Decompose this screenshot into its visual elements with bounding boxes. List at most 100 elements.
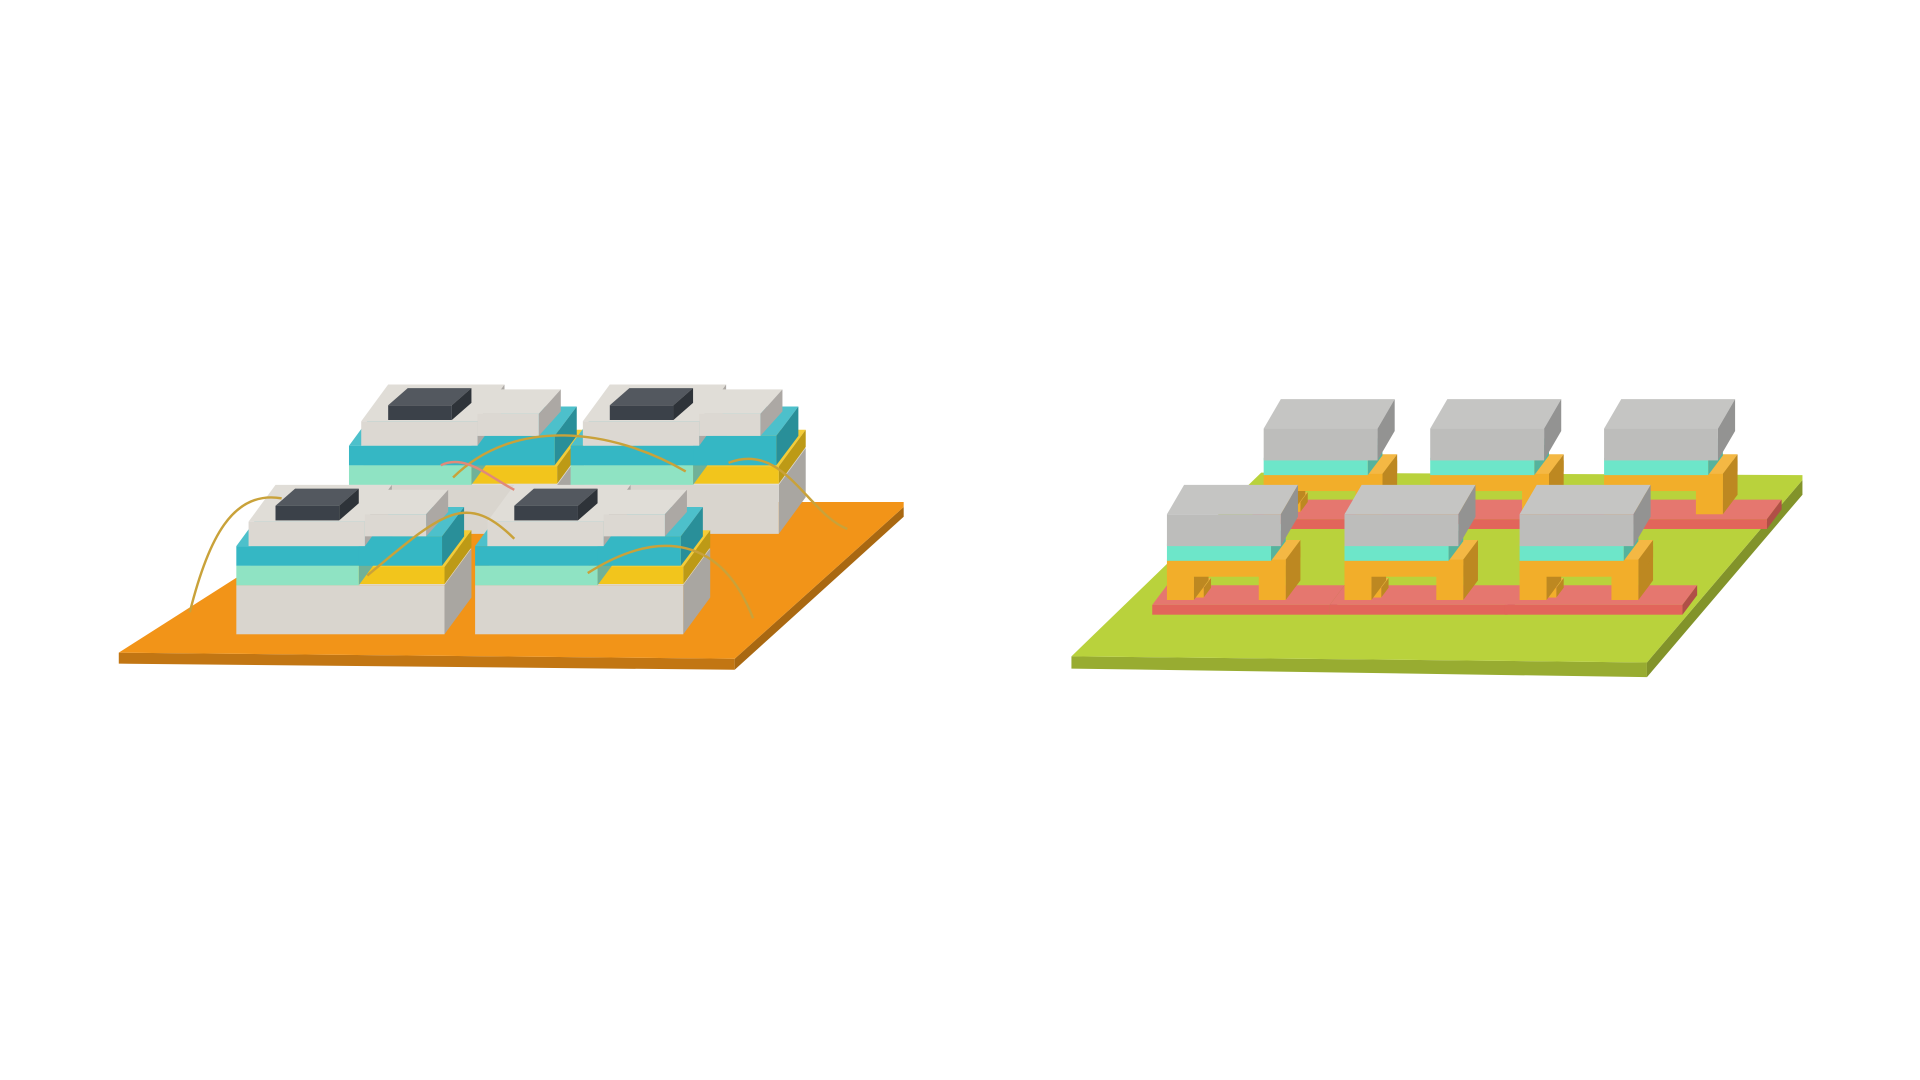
- die-side: [451, 388, 472, 420]
- die-front: [609, 405, 674, 420]
- top-block: [1344, 484, 1476, 547]
- top-block-front: [1604, 428, 1718, 461]
- wire-bond-package: [118, 384, 904, 670]
- top-block-front: [1519, 514, 1634, 547]
- die-top: [514, 488, 598, 506]
- mint-layer-front: [348, 465, 472, 485]
- bond-wire: [366, 511, 516, 577]
- teal-layer-front: [570, 445, 706, 466]
- cap-step-top: [364, 489, 449, 515]
- die-front: [388, 405, 452, 420]
- cap-step-side: [664, 489, 687, 537]
- solder-pad-front: [1329, 604, 1508, 615]
- bond-pad-yellow-side: [444, 530, 472, 585]
- board-side-edge: [734, 506, 904, 670]
- top-block-top: [1430, 399, 1562, 429]
- top-block: [1263, 399, 1395, 461]
- solder-pad-front: [1415, 519, 1594, 529]
- cap-layer-front: [248, 521, 365, 547]
- chip-base-front: [236, 585, 445, 635]
- top-block-front: [1166, 514, 1281, 547]
- top-block-top: [1519, 484, 1651, 515]
- bond-pad-yellow-front: [461, 466, 558, 484]
- interposer-side: [1638, 540, 1654, 577]
- interposer-side: [1548, 454, 1564, 492]
- teal-step-side: [442, 506, 465, 566]
- cap-step: [699, 389, 783, 436]
- die: [275, 488, 359, 521]
- chip-base-front: [475, 585, 684, 635]
- bond-pad-yellow-front: [683, 466, 779, 484]
- die: [609, 388, 694, 420]
- chip-base-side: [778, 448, 806, 534]
- top-block: [1166, 484, 1298, 547]
- teal-layer-front: [1604, 457, 1709, 476]
- top-block-top: [1263, 399, 1395, 429]
- chip-front-left: [236, 484, 472, 635]
- teal-layer-front: [1519, 543, 1624, 561]
- board-side-edge: [1646, 480, 1803, 678]
- die: [514, 488, 598, 521]
- top-block-front: [1430, 428, 1545, 461]
- top-block-front: [1344, 514, 1459, 547]
- chip-front-3: [1504, 484, 1698, 615]
- interposer-side: [1722, 454, 1738, 492]
- die-side: [673, 388, 694, 420]
- cap-step-front: [364, 514, 427, 537]
- interposer-front: [1344, 559, 1464, 577]
- top-block-top: [1604, 399, 1736, 429]
- mint-layer-front: [475, 565, 598, 586]
- flip-chip-package: [1071, 399, 1803, 678]
- teal-step-front: [471, 435, 555, 466]
- cap-layer-front: [487, 521, 604, 547]
- bond-wire: [728, 457, 848, 531]
- mint-layer-front: [570, 465, 694, 485]
- bump-side: [1203, 577, 1212, 598]
- die-top: [275, 488, 359, 506]
- die-front: [514, 505, 578, 521]
- teal-layer-front: [236, 546, 372, 566]
- top-block-side: [1633, 484, 1651, 547]
- top-block-side: [1544, 399, 1562, 461]
- top-block: [1604, 399, 1736, 461]
- top-block-top: [1344, 484, 1476, 515]
- bond-pad-yellow-side: [778, 429, 806, 484]
- chip-front-2: [1329, 484, 1523, 615]
- board-front-edge: [118, 652, 735, 670]
- cap-layer-front: [361, 421, 478, 446]
- bond-wire: [587, 544, 755, 619]
- teal-layer-front: [1430, 457, 1535, 476]
- interposer-side: [1285, 540, 1301, 577]
- teal-layer-front: [1344, 543, 1449, 561]
- chip-base-side: [683, 548, 711, 635]
- cap-step-front: [603, 514, 665, 537]
- die-side: [577, 488, 598, 521]
- cap-step-side: [760, 389, 783, 436]
- teal-layer-front: [475, 546, 610, 566]
- top-block-front: [1263, 428, 1378, 461]
- chip-front-1: [1152, 484, 1345, 615]
- top-block-side: [1717, 399, 1736, 461]
- mint-layer-front: [236, 565, 359, 586]
- teal-layer-front: [1166, 543, 1272, 561]
- solder-pad-side: [1682, 585, 1698, 615]
- bond-wire: [188, 496, 282, 613]
- bond-wire: [452, 434, 687, 479]
- interposer-front: [1166, 559, 1286, 577]
- cap-layer-front: [582, 421, 700, 446]
- cap-step-top: [477, 389, 561, 414]
- solder-pad-side: [1766, 499, 1782, 529]
- bump-side: [1556, 577, 1564, 598]
- cap-step-top: [603, 489, 687, 515]
- teal-step-side: [776, 406, 799, 466]
- bond-pad-yellow-front: [587, 566, 684, 585]
- chip-back-3: [1589, 399, 1782, 529]
- solder-pad-front: [1248, 519, 1427, 529]
- teal-layer-front: [1263, 457, 1368, 476]
- cap-step-side: [538, 389, 561, 436]
- chip-base-side: [444, 548, 472, 635]
- die: [388, 388, 472, 420]
- cap-step-top: [699, 389, 783, 414]
- die-front: [275, 505, 340, 521]
- bond-wire: [440, 460, 515, 491]
